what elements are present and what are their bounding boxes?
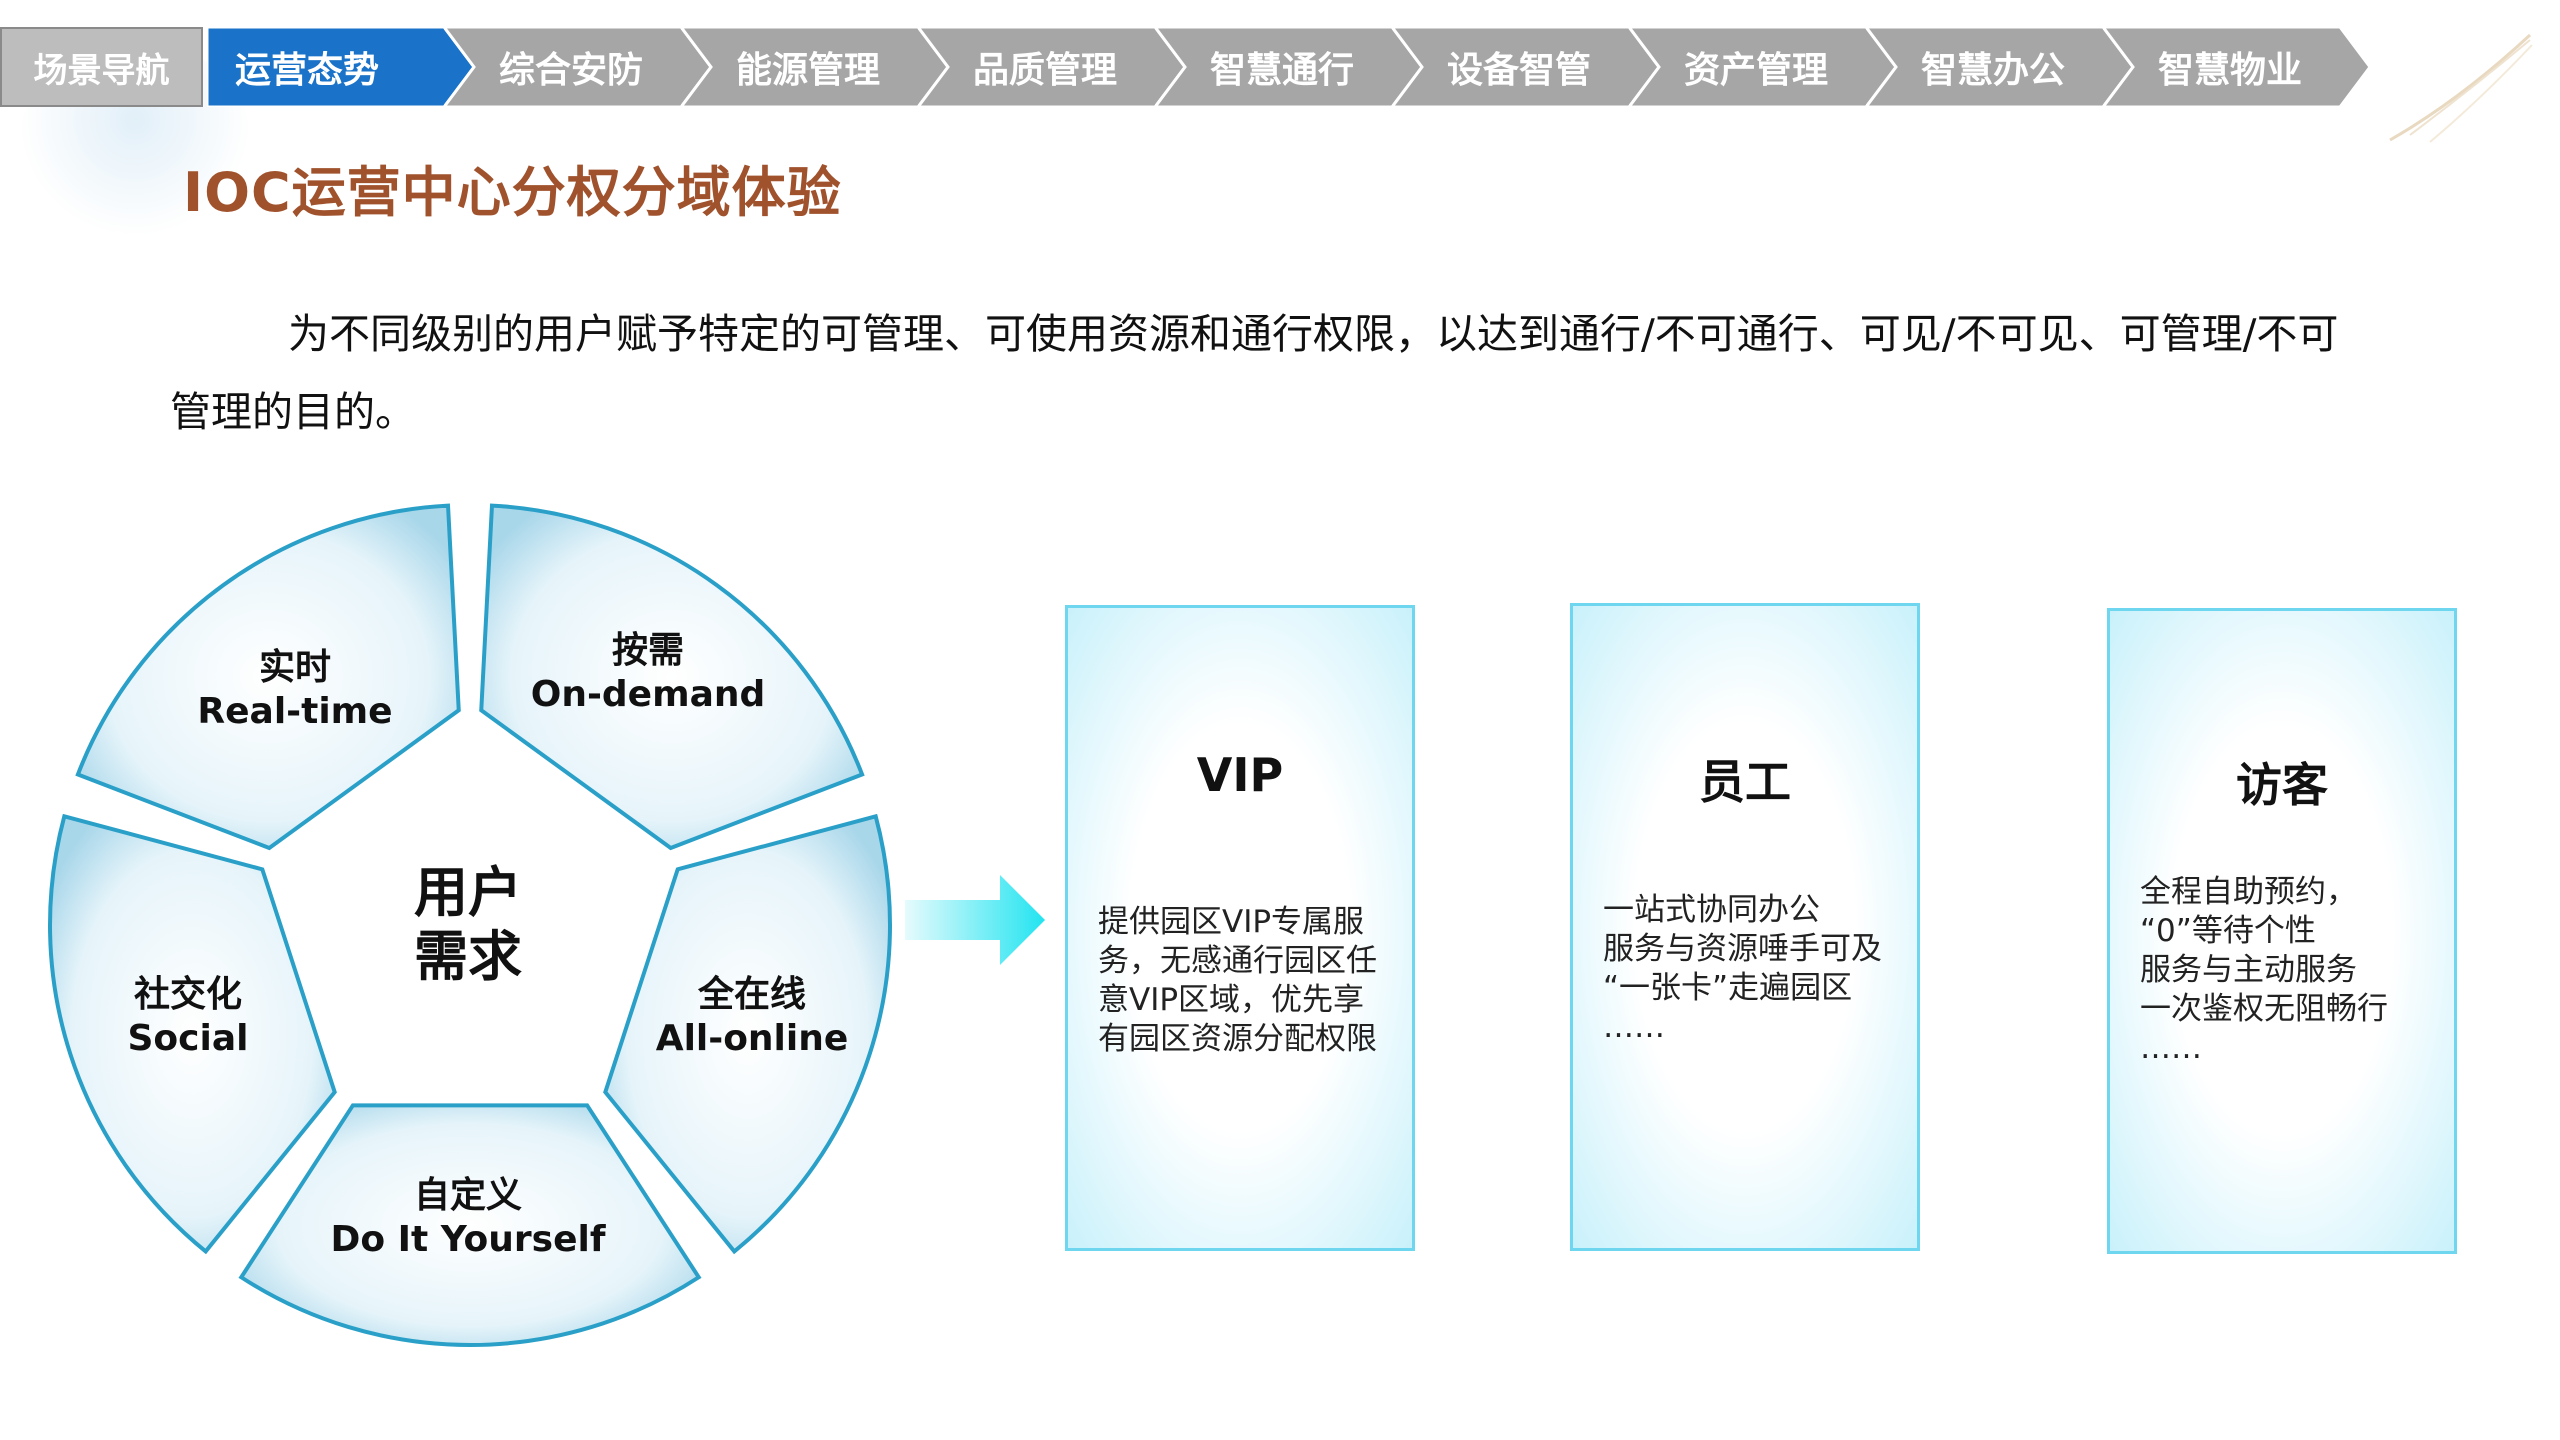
segment-realtime-cn: 实时 [258,647,331,688]
card-employee: 员工 一站式协同办公 服务与资源唾手可及 “一张卡”走遍园区 …… [1570,603,1920,1251]
nav-tab-label: 运营态势 [235,50,380,91]
nav-tab-7[interactable]: 资产管理 [1629,27,1896,107]
card-visitor-line: …… [2140,1030,2202,1066]
segment-social-en: Social [127,1018,249,1059]
wheel-segment [603,813,892,1255]
nav-tab-label: 设备智管 [1447,50,1592,91]
right-arrow-icon [905,875,1045,965]
card-vip-title: VIP [1196,748,1284,802]
card-employee-line: 服务与资源唾手可及 [1603,931,1882,967]
feather-decoration [2389,33,2533,143]
nav-tab-chevron-shape [1866,27,2133,107]
wheel-segment [238,1103,702,1347]
top-nav: 场景导航 运营态势 综合安防 能源管理 品质管理 智慧通行 设备智管 资产管理 智慧办公 智慧物… [0,27,2400,107]
card-employee-title: 员工 [1699,755,1791,809]
description-text: 为不同级别的用户赋予特定的可管理、可使用资源和通行权限，以达到通行/不可通行、可… [170,310,2339,436]
wheel-center-line-1: 用户 [414,861,522,924]
card-vip-body: 提供园区VIP专属服 务，无感通行园区任 意VIP区域，优先享 有园区资源分配权… [1098,903,1387,1059]
wheel-segment [48,813,337,1255]
segment-diy-label: 自定义 Do It Yourself [330,1174,605,1262]
card-visitor-line: 服务与主动服务 [2140,952,2357,988]
nav-tab-label: 智慧物业 [2158,50,2303,91]
card-employee-line: 一站式协同办公 [1603,892,1820,928]
wheel-center-label: 用户 需求 [414,861,522,989]
card-visitor-line: “0”等待个性 [2140,913,2316,949]
user-needs-wheel: 用户 需求 实时 Real-time 按需 On-demand 全在线 All-… [30,485,910,1365]
card-vip-line: 务，无感通行园区任 [1098,943,1377,979]
card-vip: VIP 提供园区VIP专属服 务，无感通行园区任 意VIP区域，优先享 有园区资… [1065,605,1415,1251]
nav-tab-4[interactable]: 品质管理 [918,27,1185,107]
segment-social-cn: 社交化 [133,974,243,1015]
nav-scene-home-label: 场景导航 [33,50,170,91]
card-employee-line: …… [1603,1009,1665,1045]
card-vip-line: 意VIP区域，优先享 [1098,982,1365,1018]
card-visitor-title: 访客 [2236,758,2328,812]
wheel-center-line-2: 需求 [414,925,522,988]
segment-realtime-en: Real-time [197,691,393,732]
segment-allonline-en: All-online [655,1018,849,1059]
card-vip-line: 有园区资源分配权限 [1098,1021,1377,1057]
card-visitor: 访客 全程自助预约， “0”等待个性 服务与主动服务 一次鉴权无阻畅行 …… [2107,608,2457,1254]
nav-tab-label: 品质管理 [973,50,1118,91]
card-visitor-line: 全程自助预约， [2140,874,2357,910]
nav-tab-label: 智慧办公 [1921,50,2066,91]
nav-tab-chevron-shape [681,27,948,107]
segment-ondemand-label: 按需 On-demand [531,629,766,717]
nav-tab-chevron-shape [1629,27,1896,107]
segment-allonline-cn: 全在线 [697,974,807,1015]
segment-social-label: 社交化 Social [128,973,249,1061]
nav-tab-chevron-shape [918,27,1185,107]
wheel-segment [75,503,461,851]
nav-tab-label: 能源管理 [736,50,881,91]
nav-tab-6[interactable]: 设备智管 [1392,27,1659,107]
segment-ondemand-cn: 按需 [611,630,684,671]
wheel-graphic [48,503,892,1347]
nav-tab-chevron-shape [444,27,711,107]
card-visitor-body: 全程自助预约， “0”等待个性 服务与主动服务 一次鉴权无阻畅行 …… [2140,873,2429,1068]
nav-tab-label: 智慧通行 [1210,50,1355,91]
segment-realtime-label: 实时 Real-time [197,646,392,734]
wheel-segment [479,503,865,851]
segment-diy-en: Do It Yourself [330,1219,606,1260]
card-employee-line: “一张卡”走遍园区 [1603,970,1853,1006]
nav-tab-5[interactable]: 智慧通行 [1155,27,1422,107]
nav-scene-home[interactable]: 场景导航 [0,27,203,107]
segment-allonline-label: 全在线 All-online [656,973,849,1061]
nav-tab-label: 综合安防 [499,50,644,91]
nav-tab-chevron-shape [1155,27,1422,107]
nav-tab-chevron-shape [2103,27,2370,107]
card-visitor-line: 一次鉴权无阻畅行 [2140,991,2388,1027]
nav-tab-3[interactable]: 能源管理 [681,27,948,107]
nav-tab-1[interactable]: 运营态势 [207,27,474,107]
nav-tab-8[interactable]: 智慧办公 [1866,27,2133,107]
nav-tab-chevron-shape [207,27,474,107]
segment-diy-cn: 自定义 [413,1175,523,1216]
nav-tab-chevron-shape [1392,27,1659,107]
card-vip-line: 提供园区VIP专属服 [1098,904,1365,940]
card-employee-body: 一站式协同办公 服务与资源唾手可及 “一张卡”走遍园区 …… [1603,891,1892,1047]
page-title: IOC运营中心分权分域体验 [183,161,842,224]
segment-ondemand-en: On-demand [530,674,766,715]
nav-tab-9[interactable]: 智慧物业 [2103,27,2370,107]
nav-tab-2[interactable]: 综合安防 [444,27,711,107]
nav-tab-label: 资产管理 [1684,50,1829,91]
